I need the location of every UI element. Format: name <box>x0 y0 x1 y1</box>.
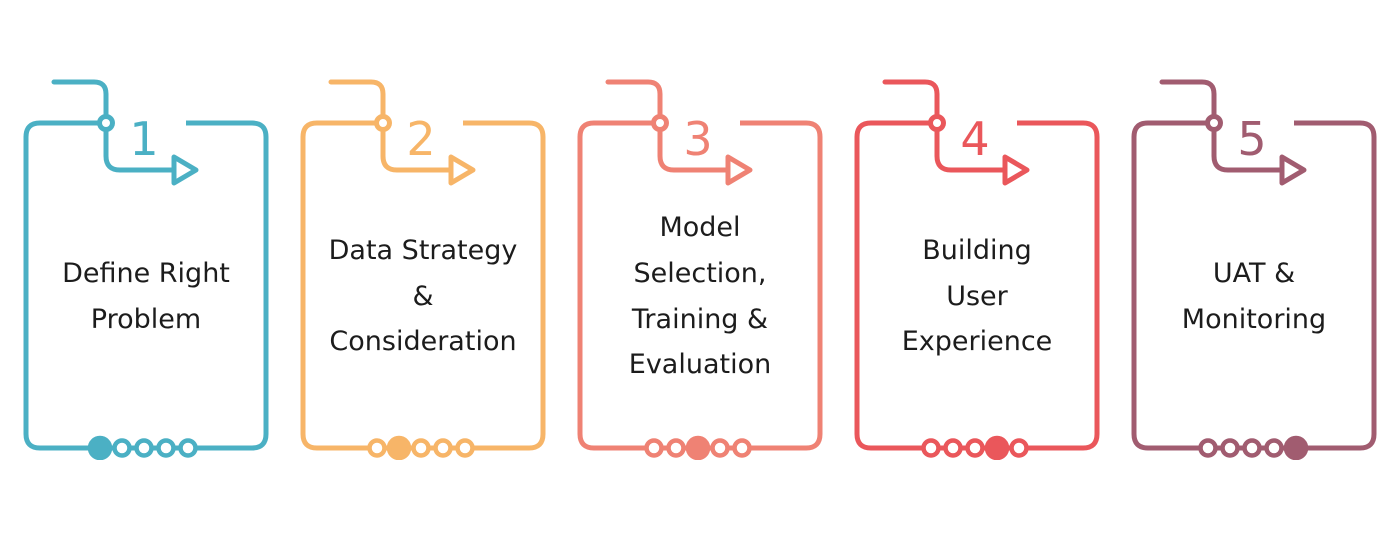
step-number: 2 <box>406 112 436 166</box>
card-frame-graphic <box>577 79 823 460</box>
arrow-right-icon <box>725 154 753 186</box>
step-number: 4 <box>960 112 990 166</box>
connector-dot <box>965 438 985 458</box>
connector-dot <box>644 438 664 458</box>
connector-dot <box>1198 438 1218 458</box>
step-card-4: 4 Building User Experience <box>847 60 1107 460</box>
process-steps: 1 Define Right Problem 2 Data Strategy &… <box>16 60 1384 460</box>
card-frame-graphic <box>23 79 269 460</box>
connector-dot <box>943 438 963 458</box>
arrow-right-icon <box>171 154 199 186</box>
connector-dot <box>112 438 132 458</box>
step-card-2: 2 Data Strategy & Consideration <box>293 60 553 460</box>
arrow-right-icon <box>1279 154 1307 186</box>
connector-dot <box>87 435 113 460</box>
connector-node-icon <box>651 114 669 132</box>
card-frame-graphic <box>854 79 1100 460</box>
connector-node-icon <box>928 114 946 132</box>
card-frame-graphic <box>300 79 546 460</box>
connector-dot <box>685 435 711 460</box>
step-title: Model Selection, Training & Evaluation <box>628 211 772 381</box>
step-title: Building User Experience <box>901 234 1053 358</box>
connector-dot <box>710 438 730 458</box>
connector-dot <box>411 438 431 458</box>
connector-node-icon <box>97 114 115 132</box>
connector-dot <box>178 438 198 458</box>
connector-node-icon <box>374 114 392 132</box>
connector-dot <box>367 438 387 458</box>
connector-dot <box>1220 438 1240 458</box>
connector-dot <box>666 438 686 458</box>
connector-dot <box>984 435 1010 460</box>
step-number: 3 <box>683 112 713 166</box>
step-number: 5 <box>1237 112 1267 166</box>
connector-dot <box>455 438 475 458</box>
connector-dot <box>1283 435 1309 460</box>
connector-dot <box>1242 438 1262 458</box>
step-title: UAT & Monitoring <box>1181 257 1327 335</box>
connector-dot <box>1009 438 1029 458</box>
step-card-1: 1 Define Right Problem <box>16 60 276 460</box>
connector-dot <box>156 438 176 458</box>
arrow-right-icon <box>1002 154 1030 186</box>
connector-dot <box>921 438 941 458</box>
arrow-right-icon <box>448 154 476 186</box>
card-frame-graphic <box>1131 79 1377 460</box>
connector-dot <box>433 438 453 458</box>
step-number: 1 <box>129 112 159 166</box>
connector-dot <box>386 435 412 460</box>
step-title: Data Strategy & Consideration <box>328 234 518 358</box>
connector-dot <box>1264 438 1284 458</box>
step-title: Define Right Problem <box>62 257 230 335</box>
connector-dot <box>134 438 154 458</box>
step-card-3: 3 Model Selection, Training & Evaluation <box>570 60 830 460</box>
connector-node-icon <box>1205 114 1223 132</box>
step-card-5: 5 UAT & Monitoring <box>1124 60 1384 460</box>
connector-dot <box>732 438 752 458</box>
